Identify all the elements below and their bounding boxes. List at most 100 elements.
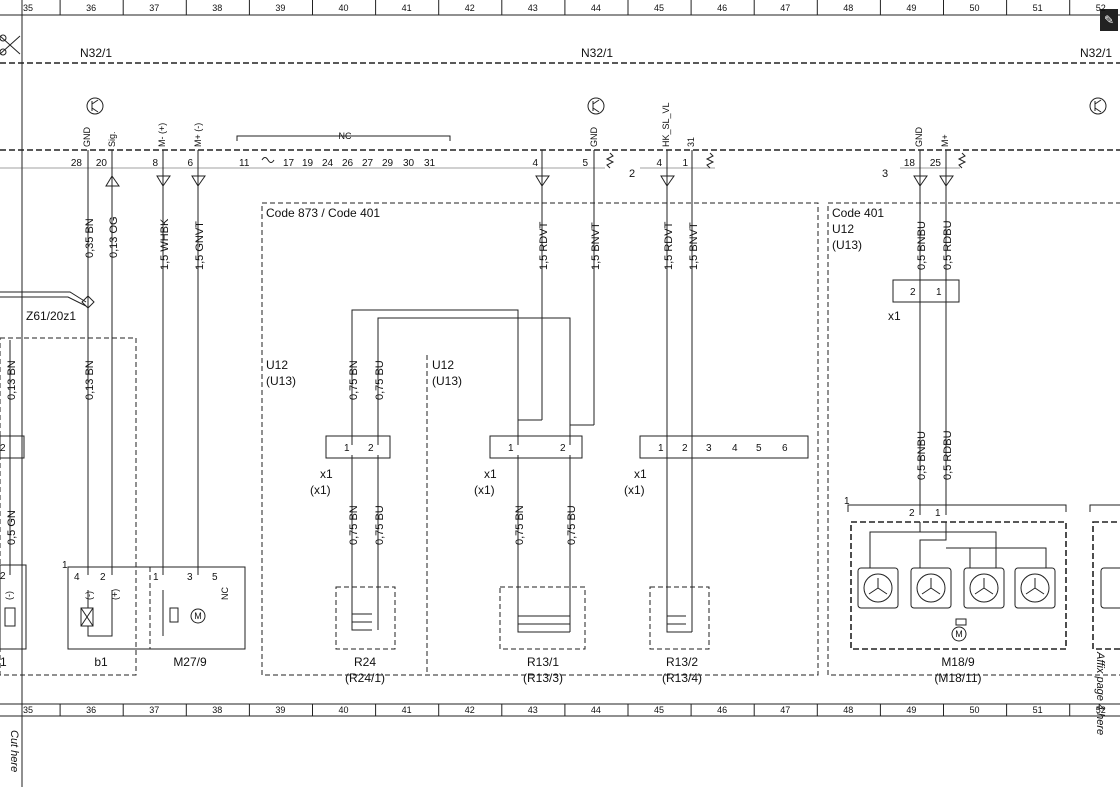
- svg-text:(M18/11): (M18/11): [934, 671, 981, 685]
- svg-text:18: 18: [904, 158, 916, 169]
- svg-text:30: 30: [403, 158, 415, 169]
- svg-text:U12: U12: [432, 358, 454, 372]
- column-number: 46: [717, 3, 727, 13]
- svg-text:0,13 OG: 0,13 OG: [108, 216, 120, 258]
- svg-text:M: M: [194, 611, 202, 621]
- svg-text:2: 2: [0, 443, 6, 454]
- coil-symbol: [605, 152, 615, 169]
- svg-text:M18/9: M18/9: [941, 655, 975, 669]
- svg-text:1: 1: [153, 572, 159, 583]
- svg-text:2: 2: [909, 508, 915, 519]
- svg-text:GND: GND: [589, 127, 599, 148]
- svg-text:1,5 WHBK: 1,5 WHBK: [159, 218, 171, 270]
- svg-text:0,35 BN: 0,35 BN: [84, 218, 96, 258]
- svg-text:4: 4: [732, 443, 738, 454]
- jumper-symbol: [261, 157, 275, 163]
- component-r13-1: R13/1 (R13/3): [499, 586, 586, 685]
- svg-text:1,5 GNVT: 1,5 GNVT: [194, 221, 206, 270]
- fan-icon: [910, 567, 952, 609]
- svg-text:2: 2: [560, 443, 566, 454]
- connector-arrows: [105, 175, 954, 187]
- svg-text:(U13): (U13): [832, 238, 862, 252]
- column-number: 40: [338, 705, 348, 715]
- svg-text:1: 1: [0, 655, 7, 669]
- svg-text:0,5 BNBU: 0,5 BNBU: [916, 431, 928, 480]
- svg-text:6: 6: [187, 158, 193, 169]
- svg-text:2: 2: [0, 571, 6, 582]
- connector-x1-b: 1 2 x1 (x1): [474, 435, 583, 497]
- column-number: 50: [969, 3, 979, 13]
- svg-text:0,75 BU: 0,75 BU: [566, 505, 578, 545]
- svg-text:29: 29: [382, 158, 394, 169]
- wires: [0, 150, 947, 590]
- connector-x1-d: 2 1 x1: [888, 279, 960, 323]
- svg-text:(-): (-): [4, 591, 14, 600]
- svg-text:2: 2: [682, 443, 688, 454]
- header-label-1: N32/1: [80, 46, 112, 60]
- column-number: 50: [969, 705, 979, 715]
- svg-text:1: 1: [844, 496, 850, 507]
- svg-text:17: 17: [283, 158, 295, 169]
- svg-text:x1: x1: [320, 467, 333, 481]
- svg-text:b1: b1: [94, 655, 108, 669]
- column-number: 46: [717, 705, 727, 715]
- svg-text:2: 2: [910, 287, 916, 298]
- svg-text:(x1): (x1): [310, 483, 331, 497]
- component-r13-2: R13/2 (R13/4): [649, 586, 710, 685]
- svg-text:11: 11: [239, 158, 250, 169]
- fan-icon: [1014, 567, 1056, 609]
- column-number: 36: [86, 3, 96, 13]
- svg-text:3: 3: [706, 443, 712, 454]
- b1-left-box: [0, 337, 137, 676]
- svg-text:26: 26: [342, 158, 354, 169]
- svg-text:x1: x1: [888, 309, 901, 323]
- column-number: 38: [212, 3, 222, 13]
- svg-text:Sig.: Sig.: [107, 131, 117, 147]
- svg-text:R24: R24: [354, 655, 376, 669]
- column-number: 48: [843, 3, 853, 13]
- column-number: 37: [149, 3, 159, 13]
- column-number: 41: [402, 705, 412, 715]
- svg-text:0,75 BN: 0,75 BN: [514, 505, 526, 545]
- connector-x1-c: 1 2 3 4 5 6 x1 (x1): [624, 435, 809, 497]
- svg-text:M: M: [955, 629, 963, 639]
- svg-text:NC: NC: [220, 587, 230, 600]
- svg-text:0,5 RDBU: 0,5 RDBU: [942, 220, 954, 270]
- column-number: 45: [654, 705, 664, 715]
- pin-names-top: GND Sig. M- (+) M+ (-) GND HK_SL_VL 31 G…: [82, 102, 950, 147]
- coil-symbol: [705, 152, 715, 169]
- svg-text:5: 5: [212, 572, 218, 583]
- svg-text:24: 24: [322, 158, 334, 169]
- column-number: 45: [654, 3, 664, 13]
- connector-left-fragment: 2: [0, 435, 25, 459]
- column-number: 49: [906, 3, 916, 13]
- code-401-box: [827, 202, 1120, 676]
- transistor-icon: [587, 97, 605, 115]
- svg-text:M+ (-): M+ (-): [193, 123, 203, 147]
- component-right-fragment: [1089, 504, 1120, 650]
- svg-text:2: 2: [629, 168, 635, 180]
- svg-text:19: 19: [302, 158, 314, 169]
- svg-text:GND: GND: [914, 127, 924, 148]
- svg-text:3: 3: [882, 168, 888, 180]
- cut-here-note: Cut here: [8, 730, 20, 773]
- svg-text:M- (+): M- (+): [157, 123, 167, 147]
- svg-text:20: 20: [96, 158, 108, 169]
- wire-labels: 0,35 BN 0,13 OG 1,5 WHBK 1,5 GNVT 1,5 RD…: [6, 216, 954, 545]
- svg-text:1: 1: [682, 158, 688, 169]
- column-number: 52: [1096, 705, 1106, 715]
- svg-text:0,75 BU: 0,75 BU: [374, 360, 386, 400]
- svg-text:(-): (-): [84, 591, 94, 600]
- code-873-box: [261, 202, 819, 676]
- svg-text:x1: x1: [484, 467, 497, 481]
- svg-text:4: 4: [532, 158, 538, 169]
- column-number: 51: [1033, 3, 1043, 13]
- svg-text:6: 6: [782, 443, 788, 454]
- svg-text:(U13): (U13): [266, 374, 296, 388]
- component-b1: 1 4 2 1 3 5 (-) (+) NC b1: [62, 560, 246, 669]
- fan-icon: [963, 567, 1005, 609]
- column-number: 52: [1096, 3, 1106, 13]
- svg-text:0,5 RDBU: 0,5 RDBU: [942, 430, 954, 480]
- column-number: 44: [591, 705, 601, 715]
